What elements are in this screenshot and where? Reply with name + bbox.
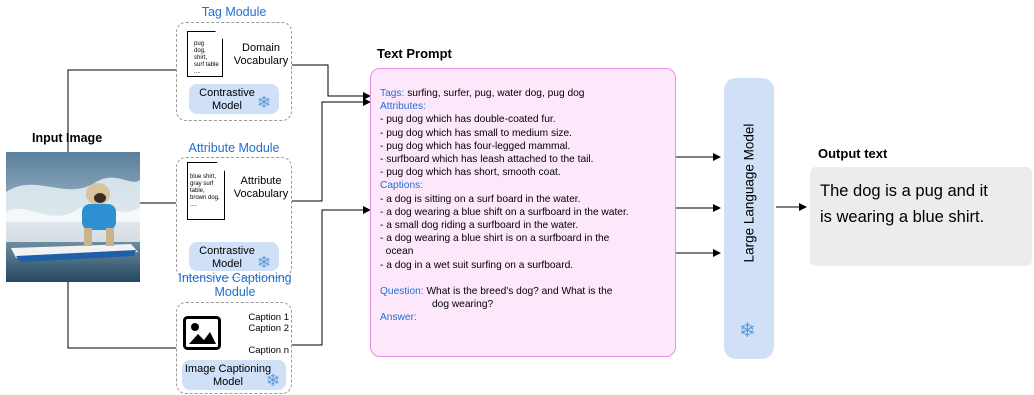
- output-line: is wearing a blue shirt.: [820, 208, 985, 226]
- input-image: [6, 152, 140, 282]
- output-text-title: Output text: [818, 146, 888, 161]
- caption-item: - a dog wearing a blue shirt is on a sur…: [380, 233, 610, 245]
- caption-2-label: Caption 2: [248, 323, 289, 334]
- doc-line: blue shirt,: [190, 174, 217, 180]
- caption-1-label: Caption 1: [248, 312, 289, 323]
- captioning-module-title: Intensive Captioning Module: [178, 271, 292, 299]
- attribute-module-title: Attribute Module: [188, 141, 280, 155]
- tags-label: Tags:: [380, 88, 405, 99]
- answer-label: Answer:: [380, 312, 417, 324]
- question-line: Question: What is the breed's dog? and W…: [380, 285, 629, 298]
- snowflake-icon: ❄: [266, 371, 281, 390]
- tag-module-box: pug dog, shirt, surf table .... Domain V…: [176, 22, 292, 121]
- tags-value: surfing, surfer, pug, water dog, pug dog: [404, 88, 585, 99]
- doc-line: table,: [190, 188, 205, 194]
- output-text-box: The dog is a pug and it is wearing a blu…: [810, 167, 1032, 266]
- attribute-vocabulary-label: Attribute Vocabulary: [233, 175, 289, 200]
- doc-line: brown dog,: [190, 195, 220, 201]
- question-text-cont: dog wearing?: [432, 299, 494, 311]
- snowflake-icon: ❄: [739, 320, 756, 342]
- caption-item: - a dog is sitting on a surf board in th…: [380, 193, 581, 205]
- attribute-item: - pug dog which has double-coated fur.: [380, 114, 556, 126]
- contrastive-model-pill: Contrastive Model: [189, 242, 279, 271]
- output-line: The dog is a pug and it: [820, 182, 988, 200]
- caption-item: - a dog wearing a blue shift on a surfbo…: [380, 206, 629, 218]
- document-icon: pug dog, shirt, surf table ....: [187, 31, 223, 77]
- caption-list: Caption 1 Caption 2 Caption n: [229, 312, 289, 356]
- tags-line: Tags: surfing, surfer, pug, water dog, p…: [380, 87, 629, 100]
- caption-item: - a dog in a wet suit surfing on a surfb…: [380, 259, 574, 271]
- attribute-module-box: blue shirt, gray surf table, brown dog, …: [176, 157, 292, 278]
- doc-line: ....: [190, 202, 197, 208]
- snowflake-icon: ❄: [257, 253, 272, 272]
- doc-line: ....: [194, 69, 201, 75]
- question-label: Question:: [380, 285, 424, 297]
- domain-vocabulary-label: Domain Vocabulary: [233, 42, 289, 67]
- attribute-item: - pug dog which has small to medium size…: [380, 127, 572, 139]
- attribute-item: - pug dog which has four-legged mammal.: [380, 140, 571, 152]
- attributes-label: Attributes:: [380, 101, 426, 113]
- caption-n-label: Caption n: [248, 345, 289, 356]
- document-icon: blue shirt, gray surf table, brown dog, …: [187, 162, 225, 220]
- doc-line: gray surf: [190, 181, 214, 187]
- captioning-module-box: Caption 1 Caption 2 Caption n Image Capt…: [176, 302, 292, 394]
- llm-label: Large Language Model: [741, 123, 757, 263]
- image-captioning-model-pill: Image Captioning Model: [182, 360, 286, 390]
- text-prompt-title: Text Prompt: [377, 46, 452, 61]
- attribute-item: - pug dog which has short, smooth coat.: [380, 167, 561, 179]
- doc-line: dog,: [194, 48, 206, 54]
- attribute-item: - surfboard which has leash attached to …: [380, 154, 594, 166]
- doc-line: surf table: [194, 62, 219, 68]
- doc-line: shirt,: [194, 55, 208, 61]
- large-language-model-bar: Large Language Model: [724, 78, 774, 359]
- question-text: What is the breed's dog? and What is the: [423, 285, 613, 297]
- image-icon: [183, 316, 221, 350]
- doc-line: pug: [194, 41, 205, 47]
- text-prompt-box: Tags: surfing, surfer, pug, water dog, p…: [370, 68, 676, 357]
- caption-item: - a small dog riding a surfboard in the …: [380, 220, 579, 232]
- input-image-label: Input Image: [32, 131, 103, 145]
- captions-label: Captions:: [380, 180, 424, 192]
- caption-item: ocean: [380, 246, 414, 258]
- tag-module-title: Tag Module: [201, 5, 267, 19]
- contrastive-model-pill: Contrastive Model: [189, 84, 279, 114]
- snowflake-icon: ❄: [257, 93, 272, 112]
